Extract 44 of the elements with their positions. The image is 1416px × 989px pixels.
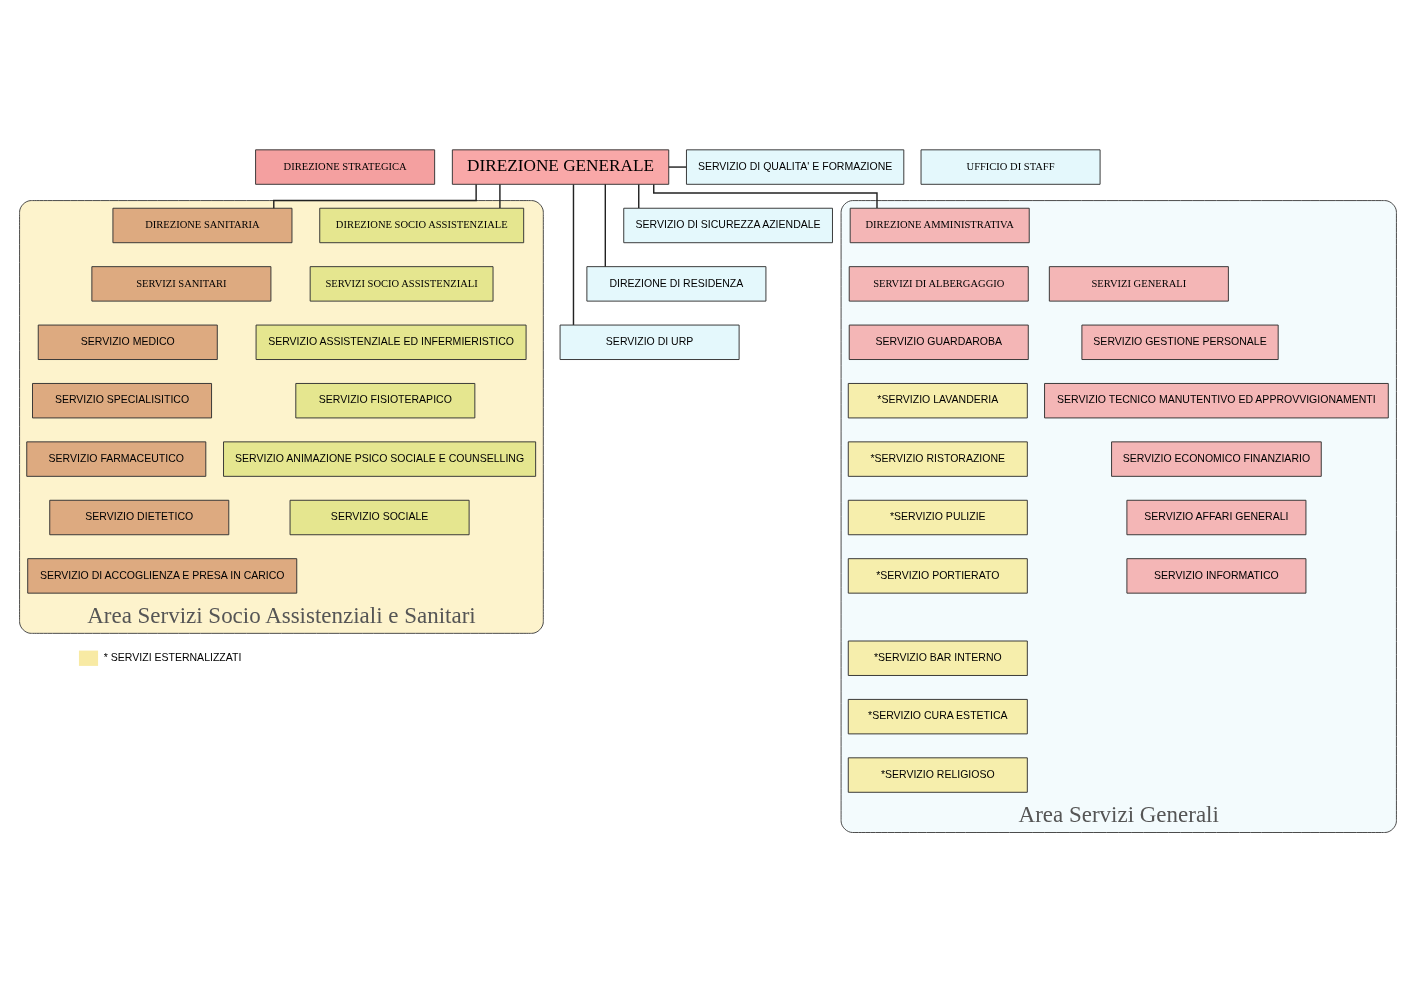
node-box: UFFICIO DI STAFF <box>920 148 1101 185</box>
connector <box>499 183 501 209</box>
node-box: *SERVIZIO PULIZIE <box>847 499 1028 535</box>
legend-label: * SERVIZI ESTERNALIZZATI <box>103 650 242 663</box>
node-box: *SERVIZIO BAR INTERNO <box>847 640 1028 676</box>
node-box: SERVIZIO TECNICO MANUTENTIVO ED APPROVVIGIONAMENTI <box>1044 382 1389 418</box>
node-box: SERVIZIO FARMACEUTICO <box>26 440 207 477</box>
node-box: SERVIZIO DI QUALITA' E FORMAZIONE <box>686 148 905 185</box>
node-box: DIREZIONE AMMINISTRATIVA <box>849 207 1030 243</box>
node-box: *SERVIZIO CURA ESTETICA <box>847 698 1028 734</box>
node-box: DIREZIONE DI RESIDENZA <box>586 265 767 302</box>
node-box: SERVIZIO SOCIALE <box>289 499 470 535</box>
connector <box>668 165 687 168</box>
node-box: DIREZIONE SANITARIA <box>112 207 293 243</box>
node-box: SERVIZI SOCIO ASSISTENZIALI <box>309 265 494 302</box>
node-box: *SERVIZIO PORTIERATO <box>847 557 1028 594</box>
node-box: DIREZIONE SOCIO ASSISTENZIALE <box>319 207 525 243</box>
connector <box>638 183 640 209</box>
node-box: *SERVIZIO LAVANDERIA <box>847 382 1028 418</box>
node-box: SERVIZIO DI ACCOGLIENZA E PRESA IN CARICO <box>27 557 298 594</box>
node-box: *SERVIZIO RELIGIOSO <box>847 756 1028 793</box>
node-box: SERVIZIO DI SICUREZZA AZIENDALE <box>623 207 833 243</box>
node-box: SERVIZIO DI URP <box>559 324 740 360</box>
node-box: SERVIZIO AFFARI GENERALI <box>1126 499 1307 535</box>
node-box: SERVIZIO GUARDAROBA <box>848 324 1029 360</box>
node-box: SERVIZIO ECONOMICO FINANZIARIO <box>1111 440 1322 477</box>
node-box: SERVIZIO ASSISTENZIALE ED INFERMIERISTICO <box>255 324 527 360</box>
node-box: SERVIZIO INFORMATICO <box>1126 557 1307 594</box>
node-box: SERVIZIO DIETETICO <box>49 499 230 535</box>
node-box: *SERVIZIO RISTORAZIONE <box>847 440 1028 477</box>
node-box: SERVIZIO SPECIALISITICO <box>32 382 213 418</box>
connector <box>653 183 878 209</box>
connector <box>572 183 575 326</box>
node-box: SERVIZI GENERALI <box>1048 265 1229 302</box>
node-box: DIREZIONE GENERALE <box>451 148 670 185</box>
node-box: SERVIZIO GESTIONE PERSONALE <box>1081 324 1279 360</box>
node-box: SERVIZIO FISIOTERAPICO <box>295 382 476 418</box>
connector <box>273 183 477 209</box>
node-box: SERVIZIO ANIMAZIONE PSICO SOCIALE E COUNSELLING <box>223 440 537 477</box>
connector <box>604 183 607 267</box>
node-box: SERVIZI SANITARI <box>91 265 272 302</box>
node-box: DIREZIONE STRATEGICA <box>255 148 436 185</box>
node-box: SERVIZI DI ALBERGAGGIO <box>848 265 1029 302</box>
node-box: SERVIZIO MEDICO <box>37 324 218 360</box>
